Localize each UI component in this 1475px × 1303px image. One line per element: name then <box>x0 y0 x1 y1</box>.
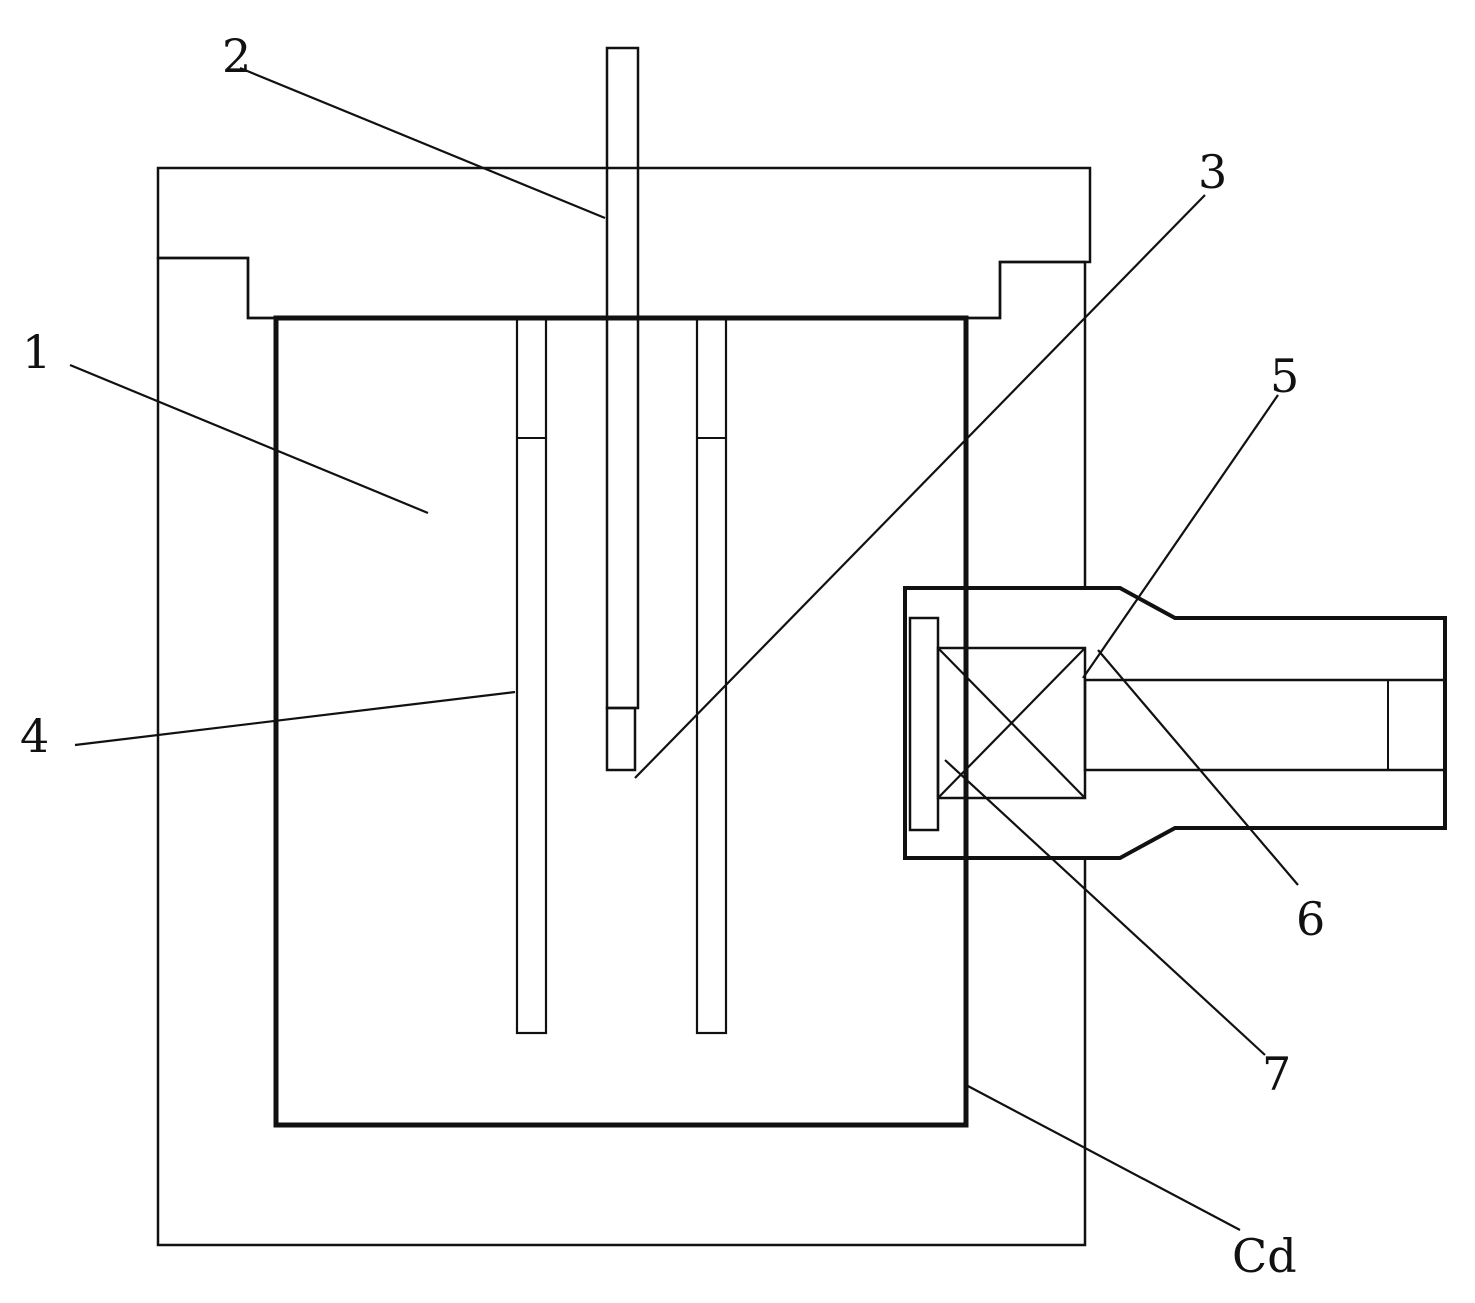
left-channel <box>517 318 546 1033</box>
right-channel <box>697 318 726 1033</box>
probe-rod <box>607 48 638 770</box>
insert-body <box>276 318 966 1125</box>
reference-labels: 1 2 3 4 5 6 7 Cd <box>20 29 1325 1283</box>
leader-6 <box>1098 650 1298 885</box>
leader-4 <box>75 692 515 745</box>
label-3: 3 <box>1198 145 1227 199</box>
label-4: 4 <box>20 709 49 763</box>
leader-5 <box>1083 395 1278 678</box>
leader-3 <box>635 195 1205 778</box>
leader-1 <box>70 365 428 513</box>
label-5: 5 <box>1270 349 1299 403</box>
leader-lines <box>70 68 1298 1230</box>
leader-cd <box>966 1085 1240 1230</box>
housing <box>158 258 1085 1245</box>
label-2: 2 <box>222 29 251 83</box>
label-1: 1 <box>22 325 51 379</box>
label-6: 6 <box>1296 892 1325 946</box>
leader-2 <box>240 68 605 218</box>
label-7: 7 <box>1262 1047 1291 1101</box>
top-cap <box>158 168 1090 318</box>
nozzle-assembly <box>905 588 1445 858</box>
label-cd: Cd <box>1232 1229 1297 1283</box>
leader-7 <box>945 760 1265 1055</box>
